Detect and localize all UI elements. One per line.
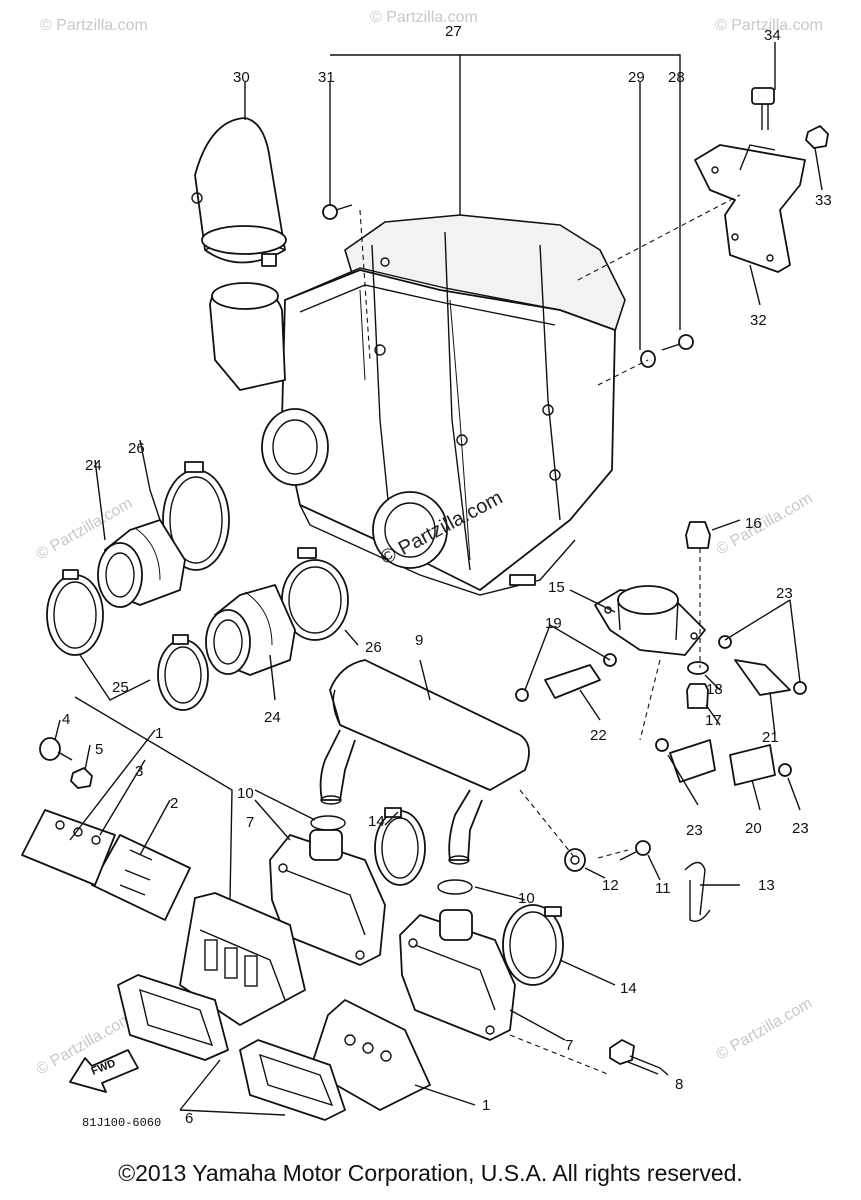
manifold-7-right [399,909,516,1041]
callout-6: 6 [185,1110,193,1127]
callout-20: 20 [745,820,762,837]
washer-18 [687,661,709,675]
spacer-17 [686,683,709,709]
bolt-11 [619,840,651,861]
parts-diagram: © Partzilla.com © Partzilla.com © Partzi… [21,9,832,1130]
bolt-34 [751,87,775,130]
callout-17: 17 [705,712,722,729]
callout-9: 9 [415,632,423,649]
gasket-6-upper [117,974,229,1061]
callout-7-left: 7 [246,814,254,831]
bracket-32 [694,144,806,273]
callout-26-right: 26 [365,639,382,656]
callout-16: 16 [745,515,762,532]
reed-valve-1-upper [179,892,306,1026]
callout-1-bottom: 1 [482,1097,490,1114]
stopper-3 [21,809,116,886]
manifold-7-left [269,829,386,966]
boot-24-lower [205,584,296,676]
screw-4 [39,737,73,761]
callout-23-mid: 23 [686,822,703,839]
copyright-notice: ©2013 Yamaha Motor Corporation, U.S.A. A… [118,1160,743,1186]
cap-16 [685,521,711,549]
watermark-text: © Partzilla.com [714,995,816,1064]
callout-12: 12 [602,877,619,894]
nut-33 [805,125,829,149]
callout-5: 5 [95,741,103,758]
callout-23-right: 23 [792,820,809,837]
callout-14-left: 14 [368,813,385,830]
callout-13: 13 [758,877,775,894]
bolt-8 [609,1039,661,1075]
hose-20 [655,738,792,786]
callout-24-left: 24 [85,457,102,474]
leader-lines [54,42,823,1116]
tank-15 [594,585,706,656]
clamp-14-right [502,904,564,986]
callout-14-right: 14 [620,980,637,997]
callout-26-left: 26 [128,440,145,457]
callout-2: 2 [170,795,178,812]
callout-25: 25 [112,679,129,696]
intake-duct [191,117,287,391]
callout-10-right: 10 [518,890,535,907]
diagram-code: 81J100-6060 [82,1116,161,1130]
callout-10-left: 10 [237,785,254,802]
callout-33: 33 [815,192,832,209]
callout-28: 28 [668,69,685,86]
callout-3: 3 [135,763,143,780]
watermark-text: © Partzilla.com [370,9,478,26]
callout-34: 34 [764,27,781,44]
bolt-28 [640,334,694,368]
callout-32: 32 [750,312,767,329]
watermark-text: © Partzilla.com [40,17,148,34]
callout-15: 15 [548,579,565,596]
callout-24-mid: 24 [264,709,281,726]
callout-11: 11 [655,880,671,897]
callout-18: 18 [706,681,723,698]
washer-5 [70,767,93,789]
callout-7-right: 7 [565,1037,573,1054]
boot-24-upper [97,519,186,608]
silencer-9 [319,659,530,865]
bolt-31 [322,204,353,220]
clamp-25-right [157,634,209,711]
callout-21: 21 [762,729,779,746]
callout-4: 4 [62,711,70,728]
clamp-26-lower [281,547,349,641]
clamp-26-upper [162,461,230,571]
callout-27: 27 [445,23,462,40]
gasket-6-lower [239,1039,346,1121]
callout-8: 8 [675,1076,683,1093]
hose-22 [515,653,617,702]
reed-2 [91,834,191,921]
callout-23-top: 23 [776,585,793,602]
clamp-14-left [374,807,426,886]
airbox-assembly [261,214,626,596]
grommet-12 [564,848,586,872]
callout-19: 19 [545,615,562,632]
callout-29: 29 [628,69,645,86]
part-number-callouts: 27 30 31 29 28 34 33 32 26 24 16 15 23 1… [62,23,832,1127]
assembly-lines [359,194,741,1076]
watermark-text: © Partzilla.com [715,17,823,34]
callout-1-top: 1 [155,725,163,742]
callout-22: 22 [590,727,607,744]
hose-21 [718,635,807,696]
callout-30: 30 [233,69,250,86]
clip-13 [684,861,711,922]
clamp-25-left [46,569,104,656]
callout-31: 31 [318,69,335,86]
